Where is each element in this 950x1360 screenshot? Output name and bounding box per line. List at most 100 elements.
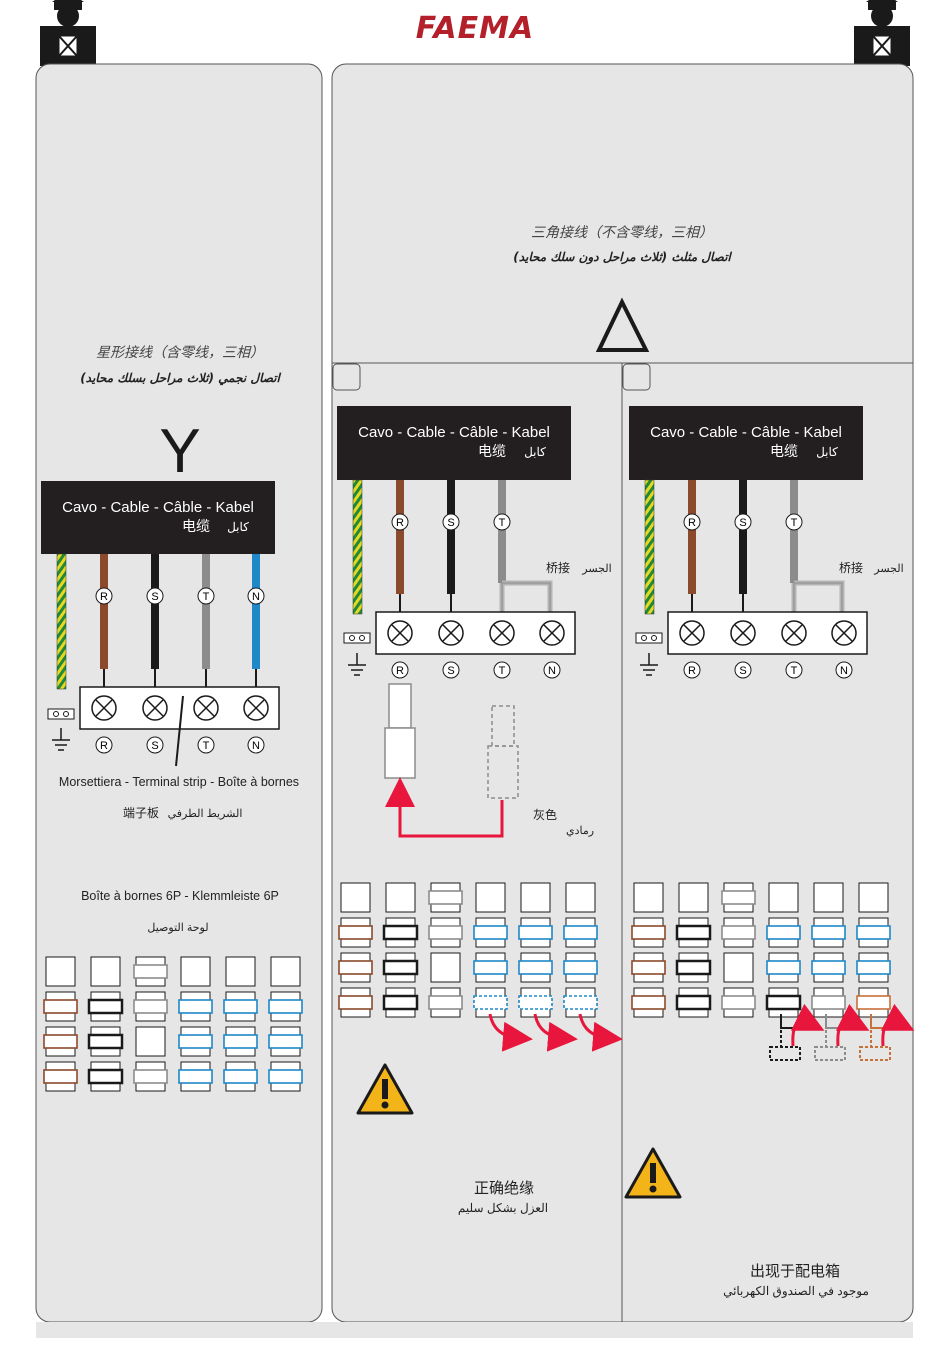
- terminal-label-s: S: [146, 736, 164, 754]
- wire-tab: [765, 994, 802, 1011]
- terminal-label-n: N: [835, 661, 853, 679]
- cable-title: Cavo - Cable - Câble - Kabel: [358, 424, 550, 441]
- wire-tab: [428, 890, 463, 905]
- svg-text:N: N: [252, 740, 260, 752]
- wire-tab: [563, 960, 598, 975]
- terminal-label-t: T: [197, 736, 215, 754]
- board-cell: [721, 917, 756, 948]
- svg-text:T: T: [791, 665, 798, 677]
- strip-zh: 端子板: [123, 806, 159, 820]
- wire-tab: [178, 1034, 213, 1049]
- wire-tab: [268, 1034, 303, 1049]
- wire-tab: [721, 995, 756, 1010]
- wire-tab: [338, 960, 373, 975]
- svg-text:R: R: [100, 591, 108, 603]
- bridge-ar: الجسر: [581, 563, 611, 575]
- delta-title-ar: اتصال مثلث (ثلاث مراحل دون سلك محايد): [513, 250, 732, 265]
- board-cell: [428, 917, 463, 948]
- board-cell: [223, 991, 258, 1022]
- board-cell: [765, 987, 802, 1018]
- panel-tab: [332, 363, 361, 391]
- board-cell: [518, 987, 553, 1018]
- wire-tab: [518, 925, 553, 940]
- board-cell: [382, 987, 419, 1018]
- wire-tab: [631, 925, 666, 940]
- delta-diagram-b: Cavo - Cable - Câble - Kabel 电缆 كابل R S…: [622, 363, 915, 1298]
- board-cell: [473, 987, 508, 1018]
- wire-tab: [382, 994, 419, 1011]
- board-cell: [813, 882, 844, 913]
- board-cell: [382, 952, 419, 983]
- wire-t: [202, 554, 210, 669]
- cable-title: Cavo - Cable - Câble - Kabel: [650, 424, 842, 441]
- board-cell: [631, 987, 666, 1018]
- board-cell: [338, 952, 373, 983]
- board-cell: [338, 917, 373, 948]
- board-cell: [856, 917, 891, 948]
- wire-n: [252, 554, 260, 669]
- wire-tab: [766, 925, 801, 940]
- gray-zh: 灰色: [533, 808, 557, 822]
- wire-tab: [473, 995, 508, 1010]
- board-cell: [223, 1061, 258, 1092]
- svg-text:T: T: [791, 517, 798, 529]
- svg-text:R: R: [100, 740, 108, 752]
- svg-text:S: S: [151, 591, 158, 603]
- star-diagram: 星形接线（含零线，三相） اتصال نجمي (ثلاث مراحل بسلك…: [41, 345, 303, 1092]
- wire-tab: [856, 995, 891, 1010]
- board-cell: [766, 952, 801, 983]
- wire-tab: [43, 1069, 78, 1084]
- wire-tab: [428, 995, 463, 1010]
- svg-text:T: T: [499, 517, 506, 529]
- cable-header: [629, 406, 863, 480]
- svg-text:N: N: [548, 665, 556, 677]
- wire-tab: [811, 960, 846, 975]
- cable-zh: 电缆: [770, 443, 798, 459]
- board-cell: [340, 882, 371, 913]
- bridge-ar: الجسر: [873, 563, 903, 575]
- wire-tab: [856, 960, 891, 975]
- board-cell: [678, 882, 709, 913]
- earth-wire: [56, 553, 67, 690]
- wire-tab: [338, 995, 373, 1010]
- wire-tab: [518, 960, 553, 975]
- board-cell: [563, 952, 598, 983]
- distribution-note-zh: 出现于配电箱: [750, 1263, 840, 1280]
- cable-ar: كابل: [816, 445, 838, 459]
- star-title-ar: اتصال نجمي (ثلاث مراحل بسلك محايد): [80, 371, 281, 386]
- delta-diagram-a: Cavo - Cable - Câble - Kabel 电缆 كابل R S…: [332, 363, 623, 1215]
- terminal-label-s: S: [442, 661, 460, 679]
- board-cell: [43, 1061, 78, 1092]
- svg-text:R: R: [396, 517, 404, 529]
- board-cell: [133, 956, 168, 987]
- board-cell: [518, 917, 553, 948]
- board-cell: [270, 956, 301, 987]
- svg-text:R: R: [688, 665, 696, 677]
- gray-ar: رمادي: [566, 825, 594, 837]
- board-cell: [87, 991, 124, 1022]
- terminal-screw: [730, 620, 756, 646]
- wire-tab: [631, 995, 666, 1010]
- svg-text:T: T: [203, 740, 210, 752]
- board-cell: [135, 1026, 166, 1057]
- board-cell: [518, 952, 553, 983]
- terminal-screw: [243, 695, 269, 721]
- wire-label-t: T: [493, 513, 511, 531]
- cable-ar: كابل: [524, 445, 546, 459]
- distribution-note-ar: موجود في الصندوق الكهربائي: [723, 1284, 869, 1298]
- wire-tab: [223, 1034, 258, 1049]
- board-cell: [180, 956, 211, 987]
- header: FAEMA: [39, 0, 911, 67]
- strip-pointer: [175, 695, 184, 767]
- wire-r: [396, 480, 404, 594]
- wire-tab: [563, 925, 598, 940]
- board-ar: لوحة التوصيل: [147, 922, 208, 934]
- board-cell: [633, 882, 664, 913]
- svg-text:N: N: [252, 591, 260, 603]
- earth-terminal: [47, 708, 75, 720]
- terminal-screw: [91, 695, 117, 721]
- board-cell: [811, 987, 846, 1018]
- wire-r: [688, 480, 696, 594]
- board-cell: [43, 991, 78, 1022]
- wire-tab: [856, 925, 891, 940]
